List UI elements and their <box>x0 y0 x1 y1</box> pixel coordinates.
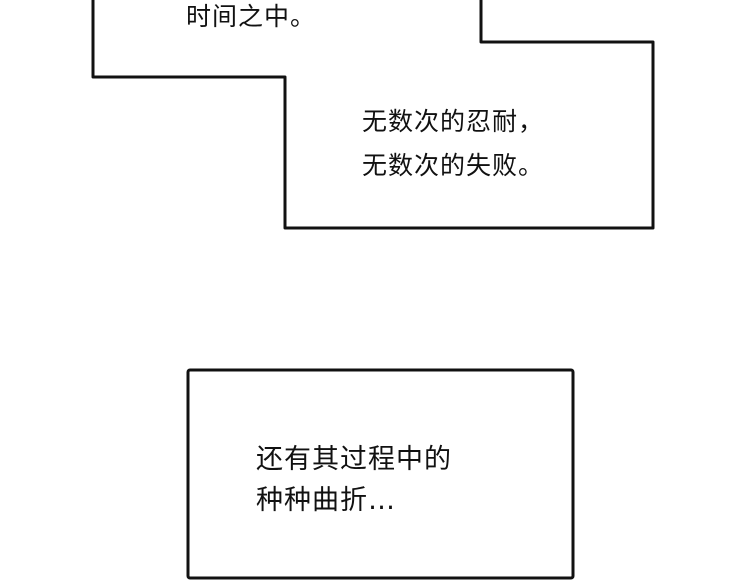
caption-text-2: 无数次的忍耐， 无数次的失败。 <box>362 100 544 188</box>
caption-line: 无数次的忍耐， <box>362 107 545 136</box>
caption-box-top-border <box>91 0 655 230</box>
caption-line: 无数次的失败。 <box>362 151 545 180</box>
caption-box-bottom-border <box>186 368 575 580</box>
caption-text-1: 时间之中。 <box>186 0 316 33</box>
caption-line: 种种曲折… <box>256 485 396 516</box>
caption-line: 还有其过程中的 <box>256 444 452 475</box>
caption-text-3: 还有其过程中的 种种曲折… <box>256 439 452 521</box>
caption-line: 时间之中。 <box>186 2 317 31</box>
